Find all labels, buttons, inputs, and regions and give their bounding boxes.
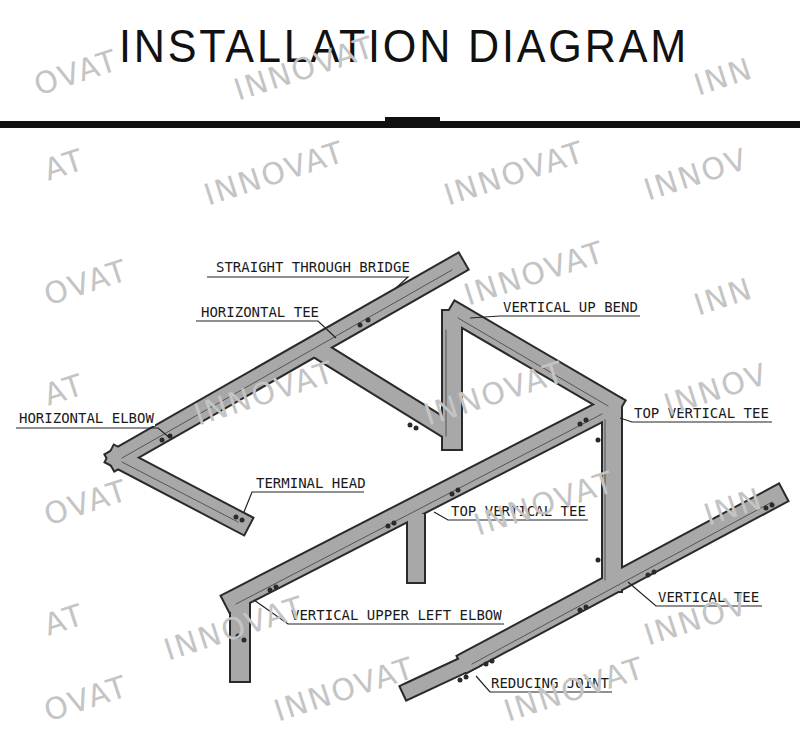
page-title: INSTALLATION DIAGRAM — [119, 20, 689, 72]
watermark: AT — [40, 597, 89, 642]
watermark: OVAT — [40, 253, 133, 312]
watermark: OVAT — [40, 473, 133, 532]
watermark: INN — [700, 482, 767, 533]
leader-lines — [16, 277, 772, 692]
watermark: INNOVAT — [270, 651, 419, 728]
part-label: HORIZONTAL TEE — [200, 304, 320, 320]
watermark: AT — [40, 367, 89, 412]
watermark: INN — [690, 272, 757, 323]
watermark: OVAT — [30, 43, 123, 102]
part-label: VERTICAL UPPER LEFT ELBOW — [290, 607, 503, 623]
watermark: INNOVAT — [500, 651, 649, 728]
tray-assembly — [118, 266, 775, 690]
part-label: STRAIGHT THROUGH BRIDGE — [215, 259, 411, 275]
watermark: INNOVAT — [200, 135, 349, 212]
watermark: INNOV — [640, 142, 753, 208]
watermark: AT — [40, 142, 89, 187]
watermark: OVAT — [40, 669, 133, 728]
watermark: INN — [690, 52, 757, 103]
part-label: TERMINAL HEAD — [255, 475, 367, 491]
header-rule — [0, 121, 800, 128]
part-label: VERTICAL UP BEND — [502, 299, 639, 315]
rule-tab — [385, 117, 440, 122]
watermark: INNOVAT — [440, 135, 589, 212]
part-label: HORIZONTAL ELBOW — [18, 410, 155, 426]
